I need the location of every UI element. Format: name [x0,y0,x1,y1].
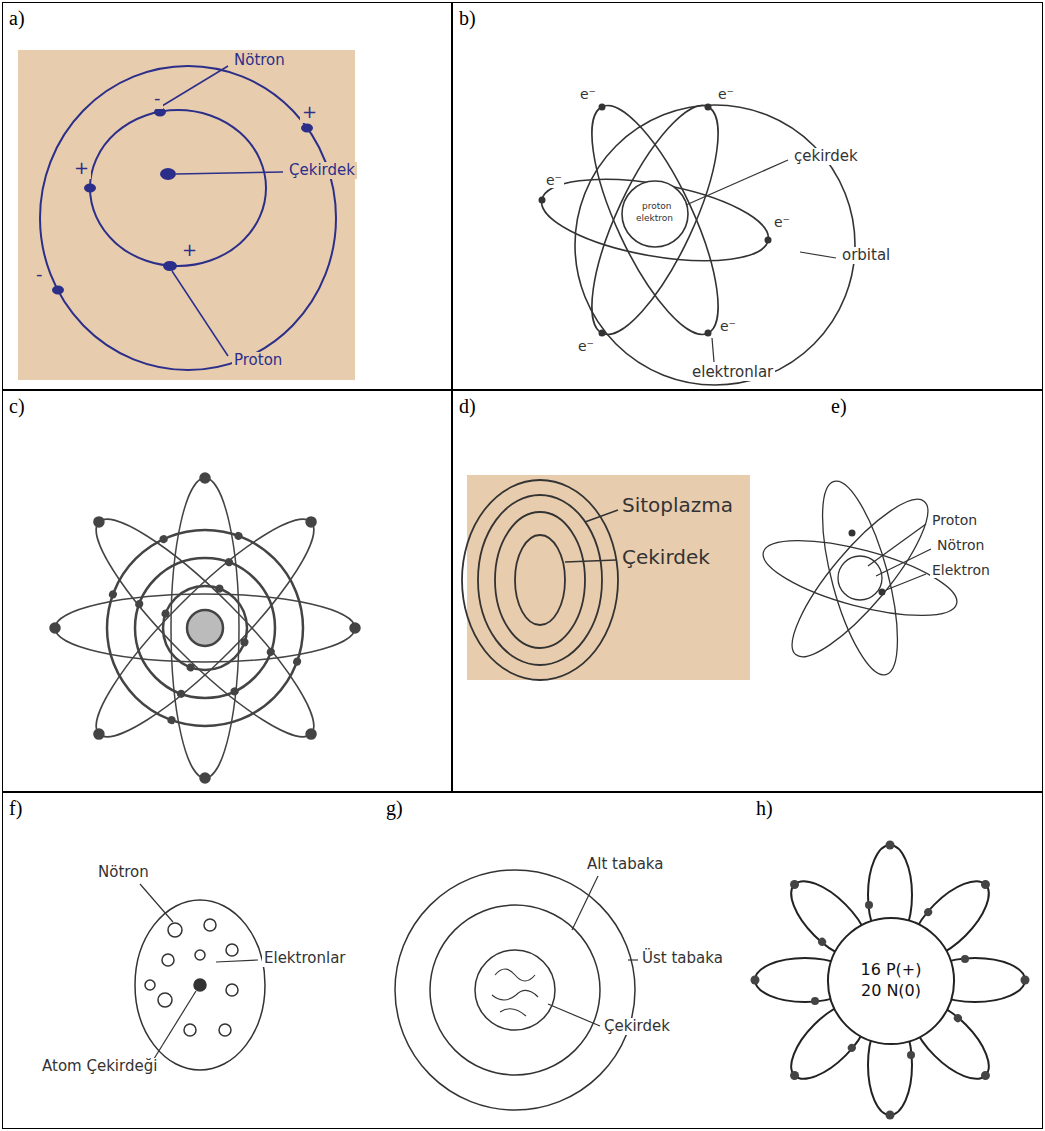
panel-cell: b) [452,2,1043,390]
nucleus-circle: 16 P(+)20 N(0) [826,916,956,1046]
part-label: Proton [232,352,284,369]
panel-cell: f) g) h) 16 P(+)20 N(0) [2,792,1043,1129]
part-label: orbital [840,247,892,264]
part-label: Nötron [96,864,151,881]
panel-letter: f) [9,797,22,819]
panel-cell: a) [2,2,452,390]
part-label: e⁻ [544,172,564,188]
part-label: proton [640,201,673,211]
part-label: Çekirdek [602,1018,672,1035]
part-label: Nötron [935,537,986,553]
part-label: elektronlar [690,364,775,381]
panel-letter: a) [9,7,25,29]
part-label: Elektron [930,562,992,578]
nucleus-text: 16 P(+) [861,960,922,981]
panel-letter: d) [459,395,476,417]
atom-drawing-a [18,50,355,380]
panel-cell: c) [2,390,452,792]
part-label: Atom Çekirdeği [40,1058,159,1075]
panel-cell: d) e) [452,390,1043,792]
panel-letter: c) [9,395,25,417]
charge-sign: - [152,88,163,109]
panel-letter: e) [831,395,847,417]
part-label: Sitoplazma [620,494,735,517]
panel-letter: b) [459,7,476,29]
panel-letter: h) [756,797,773,819]
atom-drawing-d [462,475,750,680]
part-label: Nötron [232,52,287,69]
atom-drawing-b [535,91,855,385]
part-label: e⁻ [716,86,736,102]
part-label: Üst tabaka [640,950,725,967]
charge-sign: - [34,264,45,285]
atom-drawing-c [50,473,360,783]
part-label: e⁻ [578,86,598,102]
part-label: Elektronlar [262,950,348,967]
panel-letter: g) [386,797,403,819]
part-label: Çekirdek [620,546,712,569]
charge-sign: + [72,158,91,179]
part-label: e⁻ [576,338,596,354]
part-label: Proton [930,512,979,528]
part-label: çekirdek [792,148,860,165]
part-label: elektron [634,213,675,223]
part-label: e⁻ [772,214,792,230]
part-label: Çekirdek [287,162,357,179]
atom-drawing-f [135,884,265,1070]
charge-sign: + [300,102,319,123]
atom-drawing-h [751,841,1030,1120]
part-label: e⁻ [718,318,738,334]
part-label: Alt tabaka [585,856,665,873]
charge-sign: + [180,240,199,261]
atom-drawing-g [395,870,638,1110]
nucleus-text: 20 N(0) [861,981,921,1002]
